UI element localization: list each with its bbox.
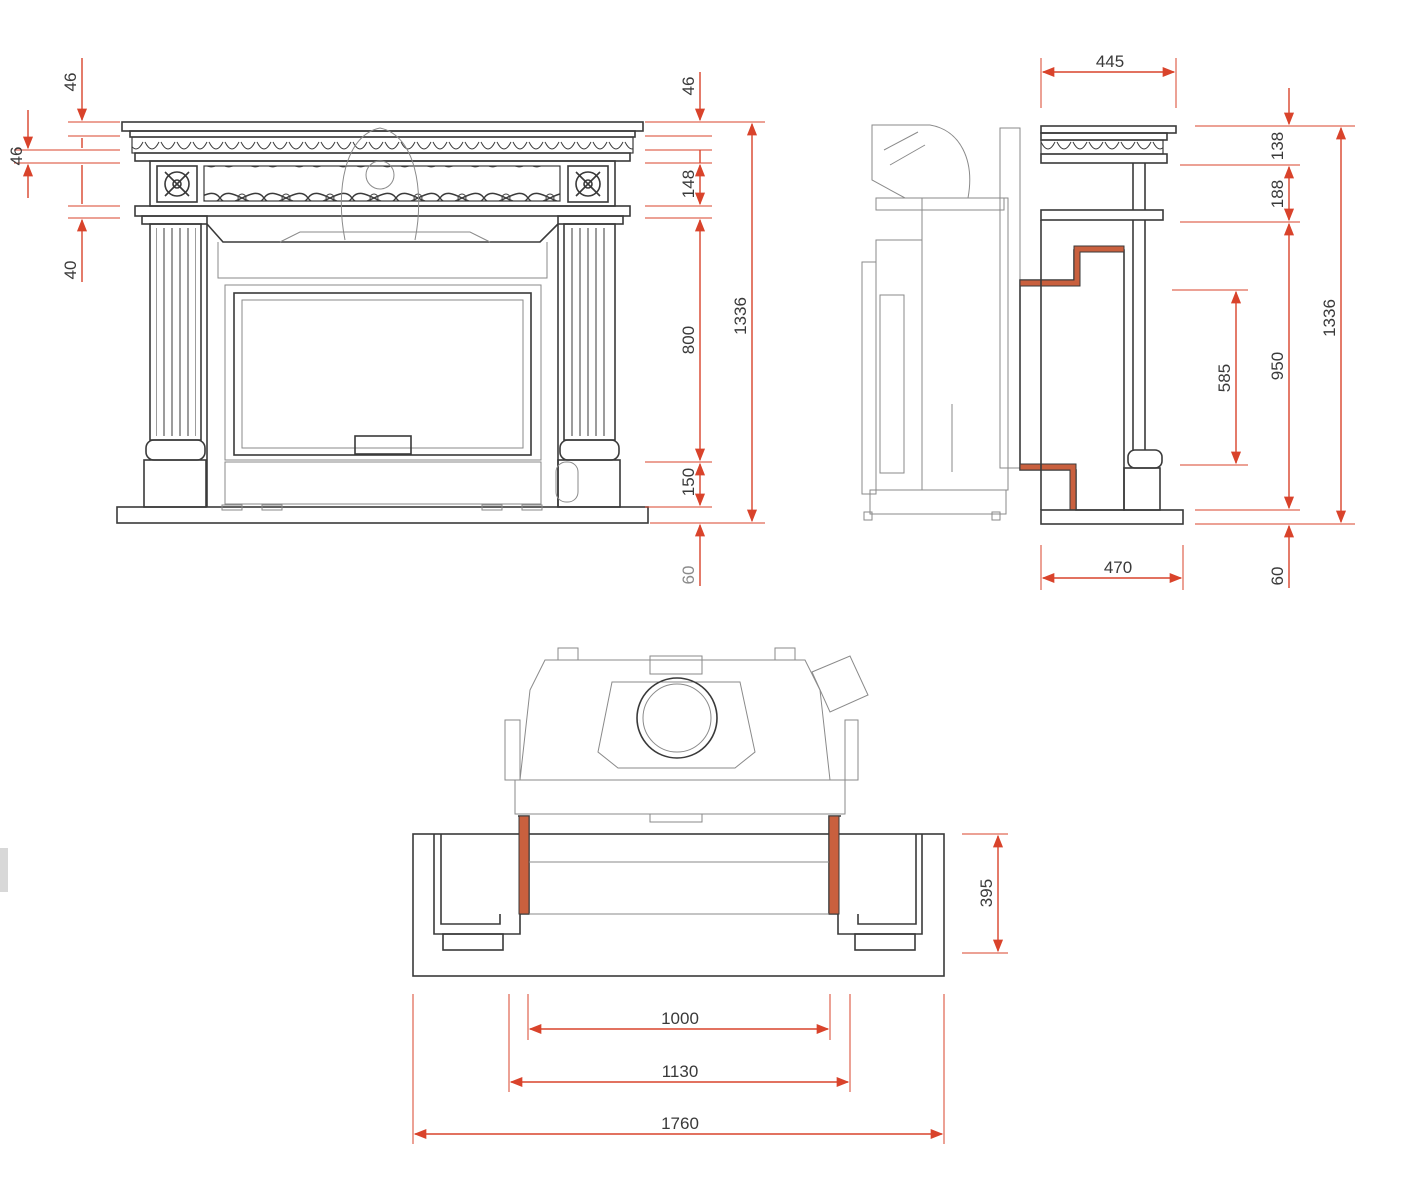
page-edge-tab (0, 848, 8, 892)
right-column (557, 215, 624, 508)
left-column (141, 215, 208, 508)
dim-front-total: 1336 (731, 297, 750, 335)
dim-front-opening: 800 (679, 326, 698, 354)
door-handle (354, 435, 412, 455)
dim-side-top-depth: 445 (1096, 52, 1124, 71)
dim-front-left-mid: 46 (7, 147, 26, 166)
dim-front-floor: 60 (679, 566, 698, 585)
dim-side-cornice: 138 (1268, 132, 1287, 160)
side-view (861, 124, 1184, 525)
firebox-lintel (206, 223, 559, 243)
front-dimensions (14, 58, 765, 586)
dim-plan-total: 1760 (661, 1114, 699, 1133)
dim-side-body: 950 (1268, 352, 1287, 380)
side-lower-band (1040, 209, 1164, 221)
dim-front-top-cornice: 46 (61, 73, 80, 92)
plan-insert (504, 647, 869, 823)
left-rosette (156, 165, 198, 203)
dim-side-bottom-depth: 470 (1104, 558, 1132, 577)
front-egg-dart-moulding (131, 136, 634, 154)
front-frieze-ornament (203, 165, 561, 202)
dim-front-left-lower: 40 (61, 261, 80, 280)
dim-plan-opening: 1000 (661, 1009, 699, 1028)
dimension-labels: 46 46 40 46 148 800 150 60 1336 445 470 … (7, 52, 1339, 1133)
plan-dimensions (412, 833, 1008, 1144)
dim-front-frieze: 148 (679, 170, 698, 198)
dim-side-inner: 585 (1215, 364, 1234, 392)
side-insert (861, 124, 1021, 521)
dim-front-right-top: 46 (679, 77, 698, 96)
side-floor-plinth (1040, 509, 1184, 525)
dim-side-frieze: 188 (1268, 180, 1287, 208)
dim-plan-depth: 395 (977, 879, 996, 907)
front-lower-band (134, 205, 631, 217)
side-cornice-top (1040, 125, 1177, 134)
fireplace-insert (217, 127, 579, 511)
dim-side-total: 1336 (1320, 299, 1339, 337)
front-cornice-lower (134, 152, 631, 162)
front-cornice-top (121, 121, 644, 132)
plan-view (412, 647, 945, 977)
dim-side-floor: 60 (1268, 567, 1287, 586)
front-view (116, 121, 649, 524)
front-hearth-plinth (116, 506, 649, 524)
side-dimensions (1040, 58, 1355, 590)
front-cornice-band (129, 130, 636, 138)
dim-plan-insert: 1130 (662, 1062, 699, 1081)
plan-hearth (412, 833, 945, 977)
dim-front-base: 150 (679, 468, 698, 496)
right-rosette (567, 165, 609, 203)
